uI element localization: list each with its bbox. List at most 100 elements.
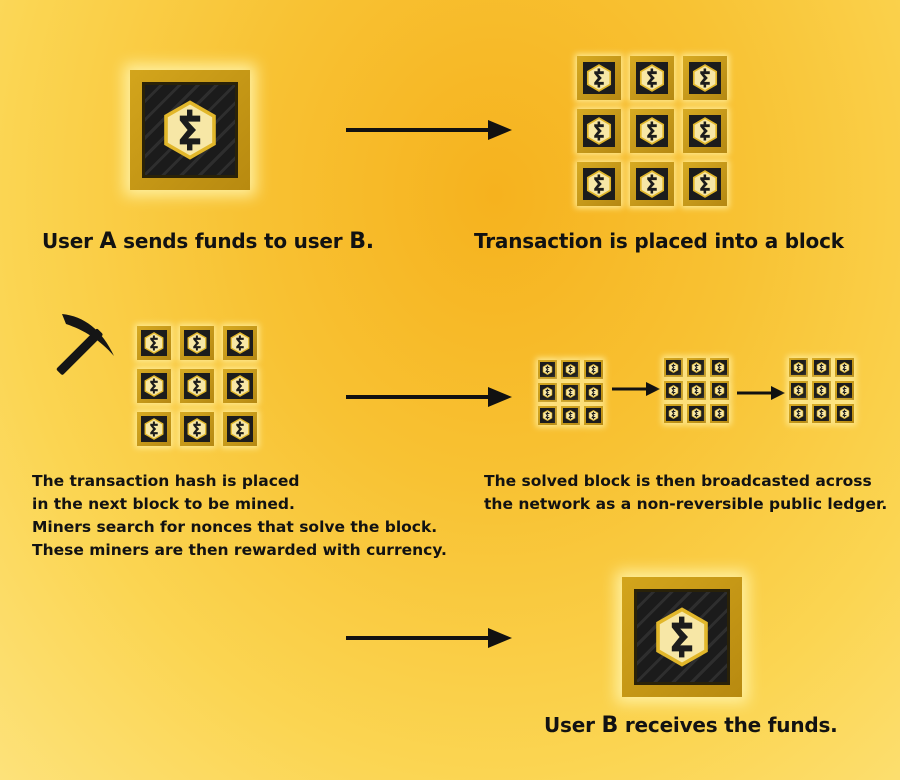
arrow-right-icon xyxy=(612,382,660,396)
coin-tile xyxy=(137,412,171,446)
coin-tile-inner xyxy=(636,115,668,147)
coin-icon xyxy=(542,364,553,375)
coin-tile xyxy=(710,404,729,423)
coin-tile-inner xyxy=(837,406,852,421)
coin-icon xyxy=(143,375,165,397)
coin-icon xyxy=(229,375,251,397)
coin-icon xyxy=(565,364,576,375)
coin-tile-inner xyxy=(586,362,601,377)
coin-tile xyxy=(630,109,674,153)
coin-tile xyxy=(137,326,171,360)
coin-icon xyxy=(565,410,576,421)
coin-tile xyxy=(789,358,808,377)
coin-tile-inner xyxy=(666,406,681,421)
coin-tile-inner xyxy=(689,168,721,200)
coin-icon xyxy=(714,385,725,396)
coin-tile-inner xyxy=(814,360,829,375)
coin-tile xyxy=(683,162,727,206)
coin-icon xyxy=(585,170,613,198)
coin-icon xyxy=(143,418,165,440)
coin-tile xyxy=(812,381,831,400)
coin-icon xyxy=(816,408,827,419)
step1-caption: User A sends funds to user B. xyxy=(42,229,374,254)
coin-icon xyxy=(229,332,251,354)
coin-tile-inner xyxy=(689,115,721,147)
coin-icon xyxy=(668,385,679,396)
coin-tile xyxy=(812,358,831,377)
step2-caption: Transaction is placed into a block xyxy=(474,229,844,253)
coin-tile-inner xyxy=(586,385,601,400)
coin-tile-inner xyxy=(227,416,253,442)
coin-icon xyxy=(585,117,613,145)
coin-icon xyxy=(793,362,804,373)
step3-line: The transaction hash is placed xyxy=(32,472,300,490)
coin-icon xyxy=(638,170,666,198)
coin-icon xyxy=(793,408,804,419)
coin-tile xyxy=(538,360,557,379)
coin-tile xyxy=(180,369,214,403)
coin-tile-inner xyxy=(814,406,829,421)
coin-tile-inner xyxy=(837,383,852,398)
coin-tile-inner xyxy=(563,362,578,377)
coin-tile xyxy=(584,406,603,425)
coin-tile xyxy=(223,369,257,403)
coin-icon xyxy=(691,64,719,92)
coin-tile-inner xyxy=(666,383,681,398)
coin-tile-inner xyxy=(583,115,615,147)
coin-tile xyxy=(577,109,621,153)
coin-icon xyxy=(691,385,702,396)
coin-tile-inner xyxy=(791,406,806,421)
coin-tile-inner xyxy=(583,168,615,200)
coin-tile-inner xyxy=(141,416,167,442)
coin-icon xyxy=(186,332,208,354)
coin-tile-inner xyxy=(141,330,167,356)
coin-tile xyxy=(561,360,580,379)
coin-icon xyxy=(691,170,719,198)
coin-tile-inner xyxy=(141,373,167,399)
coin-tile-inner xyxy=(142,82,238,178)
coin-tile-inner xyxy=(837,360,852,375)
coin-icon xyxy=(638,64,666,92)
coin-tile xyxy=(664,358,683,377)
step3-line: These miners are then rewarded with curr… xyxy=(32,541,447,559)
coin-tile-inner xyxy=(636,168,668,200)
coin-tile-inner xyxy=(689,360,704,375)
user-a-coin-tile xyxy=(130,70,250,190)
coin-tile-inner xyxy=(563,385,578,400)
coin-icon xyxy=(691,362,702,373)
arrow-right-icon xyxy=(737,386,785,400)
coin-tile xyxy=(812,404,831,423)
coin-tile-inner xyxy=(712,406,727,421)
coin-tile xyxy=(835,358,854,377)
step4-line: the network as a non-reversible public l… xyxy=(484,495,888,513)
step3-line: in the next block to be mined. xyxy=(32,495,295,513)
coin-tile-inner xyxy=(689,62,721,94)
coin-tile-inner xyxy=(634,589,730,685)
coin-tile xyxy=(789,381,808,400)
coin-tile-inner xyxy=(791,360,806,375)
coin-tile xyxy=(687,358,706,377)
coin-tile xyxy=(577,162,621,206)
arrow-right-icon xyxy=(346,120,512,140)
coin-tile xyxy=(789,404,808,423)
coin-tile-inner xyxy=(540,385,555,400)
chain-block-1 xyxy=(538,360,603,425)
coin-icon xyxy=(714,408,725,419)
coin-tile-inner xyxy=(712,360,727,375)
transaction-block-grid xyxy=(577,56,727,206)
coin-tile xyxy=(223,412,257,446)
coin-tile xyxy=(584,383,603,402)
coin-tile-inner xyxy=(184,373,210,399)
coin-icon xyxy=(229,418,251,440)
coin-tile-inner xyxy=(184,330,210,356)
coin-tile-inner xyxy=(227,373,253,399)
coin-icon xyxy=(585,64,613,92)
chain-block-3 xyxy=(789,358,854,423)
coin-tile xyxy=(584,360,603,379)
coin-icon xyxy=(668,362,679,373)
coin-icon xyxy=(565,387,576,398)
step4-description: The solved block is then broadcasted acr… xyxy=(484,470,887,516)
coin-icon xyxy=(143,332,165,354)
pickaxe-icon xyxy=(56,314,114,375)
coin-tile xyxy=(630,56,674,100)
